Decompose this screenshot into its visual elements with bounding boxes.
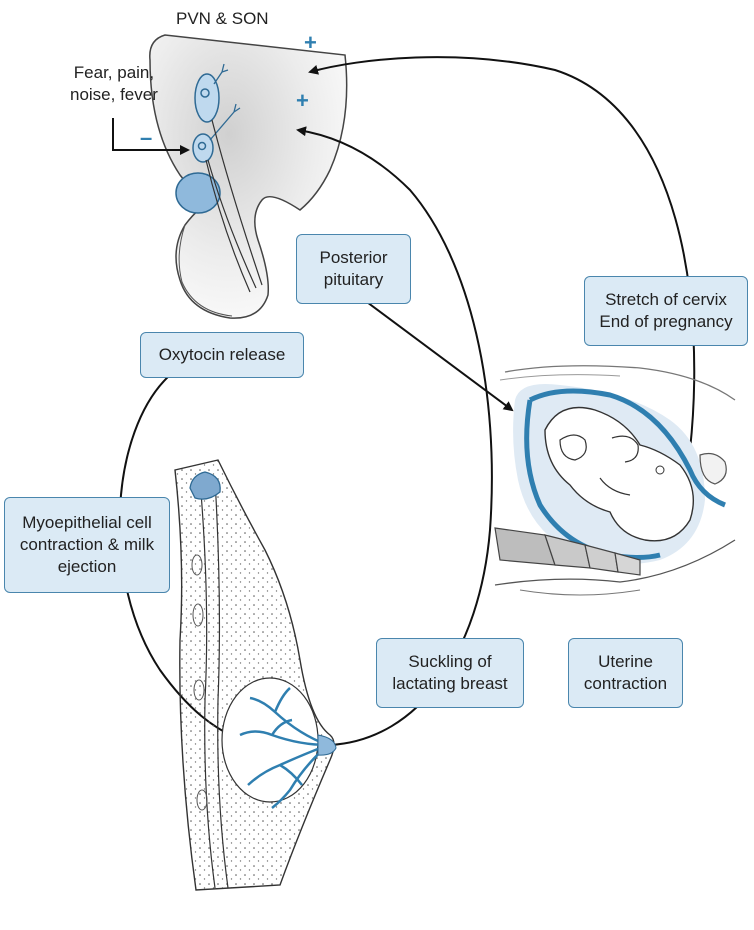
minus-sign: – [140,125,152,151]
uterine-contraction-box: Uterine contraction [568,638,683,708]
myoepithelial-line-1: Myoepithelial cell [22,512,151,534]
myoepithelial-line-3: ejection [58,556,117,578]
uterine-line-2: contraction [584,673,667,695]
posterior-pituitary-line-2: pituitary [324,269,384,291]
suckling-line-2: lactating breast [392,673,507,695]
plus-sign-top: + [304,30,317,56]
stretch-line-1: Stretch of cervix [605,289,727,311]
inhibitors-label: Fear, pain, noise, fever [70,62,158,106]
pregnant-uterus-illustration [495,366,735,595]
suckling-line-1: Suckling of [408,651,491,673]
lactating-breast-illustration [175,460,336,890]
posterior-pituitary-line-1: Posterior [319,247,387,269]
oxytocin-release-box: Oxytocin release [140,332,304,378]
posterior-pituitary-box: Posterior pituitary [296,234,411,304]
stretch-of-cervix-box: Stretch of cervix End of pregnancy [584,276,748,346]
myoepithelial-box: Myoepithelial cell contraction & milk ej… [4,497,170,593]
plus-sign-middle: + [296,88,309,114]
uterine-line-1: Uterine [598,651,653,673]
inhibitors-line-1: Fear, pain, [70,62,158,84]
inhibitors-line-2: noise, fever [70,84,158,106]
myoepithelial-line-2: contraction & milk [20,534,154,556]
suckling-box: Suckling of lactating breast [376,638,524,708]
pvn-son-label: PVN & SON [176,8,269,30]
stretch-line-2: End of pregnancy [599,311,732,333]
oxytocin-release-text: Oxytocin release [159,344,286,366]
